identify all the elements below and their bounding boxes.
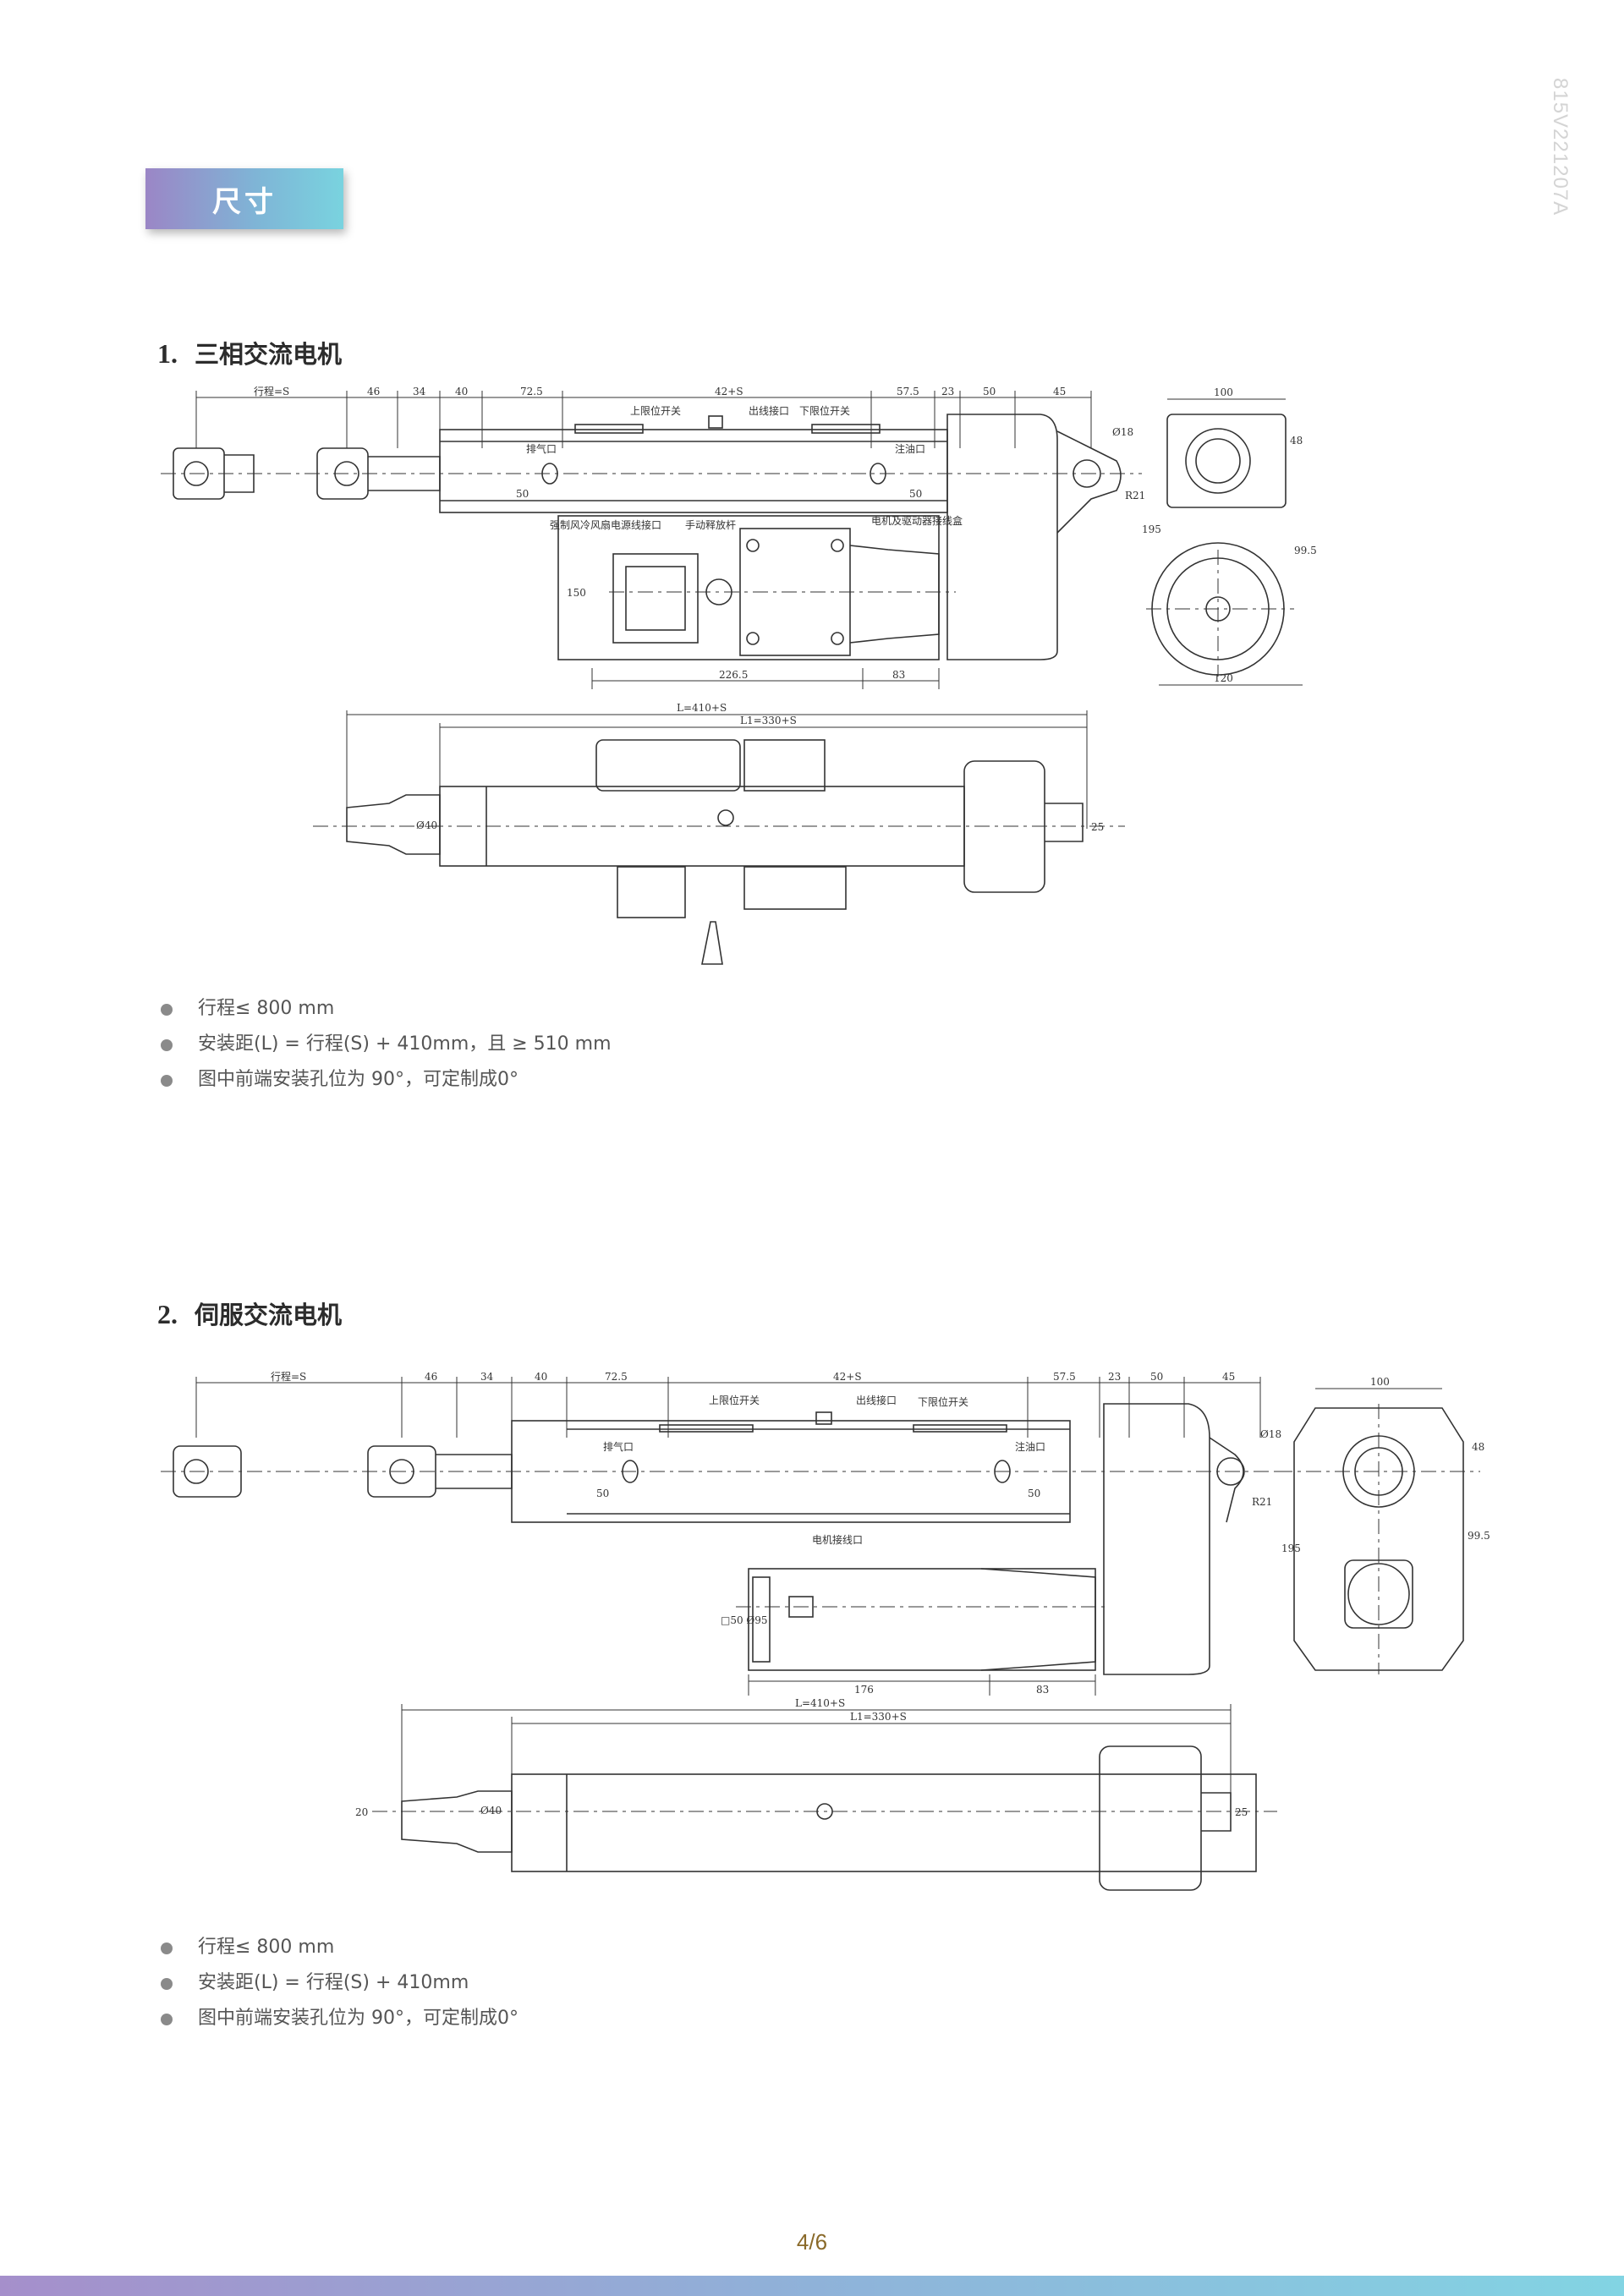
label-l1: L1=330+S [740,715,797,726]
note-stroke: 行程≤ 800 mm [157,1930,518,1965]
label-l1: L1=330+S [850,1711,907,1723]
label-side-99: 99.5 [1468,1530,1490,1542]
label-d40: Ø40 [480,1805,502,1817]
label-h150: 150 [567,587,586,599]
dim-50: 50 [1150,1371,1163,1383]
dim-57-5: 57.5 [897,386,919,397]
section-badge: 尺寸 [145,168,343,229]
dim-46: 46 [367,386,380,397]
section-1-number: 1. [157,338,178,369]
footer-gradient-bar [0,2276,1624,2296]
label-outlet: 出线接口 [749,404,789,417]
note-mounting-distance: 安装距(L) = 行程(S) + 410mm，且 ≥ 510 mm [157,1027,612,1062]
label-r21: R21 [1252,1496,1272,1508]
section-2-notes: 行程≤ 800 mm 安装距(L) = 行程(S) + 410mm 图中前端安装… [157,1930,518,2036]
label-side-100: 100 [1370,1376,1390,1388]
label-side-195: 195 [1281,1543,1301,1554]
dim-46: 46 [425,1371,437,1383]
dim-45: 45 [1222,1371,1235,1383]
label-oil-fill: 注油口 [895,442,925,455]
label-outlet: 出线接口 [856,1394,897,1406]
label-oil-fill: 注油口 [1015,1440,1045,1453]
label-side-99: 99.5 [1294,545,1317,556]
dim-57-5: 57.5 [1053,1371,1076,1383]
dim-42s: 42+S [833,1371,862,1383]
label-w25: 25 [1235,1806,1248,1818]
section-1-notes: 行程≤ 800 mm 安装距(L) = 行程(S) + 410mm，且 ≥ 51… [157,991,612,1098]
page-number: 4/6 [796,2229,828,2255]
dim-stroke: 行程=S [271,1370,306,1383]
label-motor-box: 电机及驱动器接线盒 [871,514,963,527]
label-d40: Ø40 [416,819,437,831]
label-vent: 排气口 [603,1440,634,1453]
dim-50: 50 [983,386,996,397]
label-l-total: L=410+S [677,702,727,714]
label-h50-b: 50 [909,488,922,500]
label-len-176: 176 [854,1684,874,1696]
section-1-heading: 1. 三相交流电机 [157,335,342,370]
dim-40: 40 [455,386,468,397]
label-len-83: 83 [1036,1684,1049,1696]
dim-23: 23 [941,386,954,397]
dim-40: 40 [535,1371,547,1383]
section-2-number: 2. [157,1299,178,1329]
label-h50-b: 50 [1028,1488,1040,1499]
label-l-total: L=410+S [795,1697,845,1709]
label-upper-limit: 上限位开关 [709,1394,760,1406]
section-2-heading: 2. 伺服交流电机 [157,1296,342,1331]
note-mounting-hole: 图中前端安装孔位为 90°，可定制成0° [157,1062,612,1098]
label-side-48: 48 [1290,435,1303,447]
label-manual-lever: 手动释放杆 [685,518,736,531]
note-stroke: 行程≤ 800 mm [157,991,612,1027]
label-vent: 排气口 [526,442,557,455]
label-fan-port: 强制风冷风扇电源线接口 [550,518,661,531]
label-lower-limit: 下限位开关 [799,404,850,417]
note-mounting-distance: 安装距(L) = 行程(S) + 410mm [157,1965,518,2001]
dim-34: 34 [413,386,426,397]
label-lower-limit: 下限位开关 [918,1395,968,1408]
dim-42s: 42+S [715,386,743,397]
label-h50-a: 50 [596,1488,609,1499]
servo-drawing: 行程=S 46 34 40 72.5 42+S 57.5 23 50 45 上限… [161,1370,1490,1891]
section-2-title: 伺服交流电机 [195,1301,343,1329]
dim-72-5: 72.5 [520,386,543,397]
dim-45: 45 [1053,386,1066,397]
note-mounting-hole: 图中前端安装孔位为 90°，可定制成0° [157,2001,518,2036]
dim-72-5: 72.5 [605,1371,628,1383]
label-side-48: 48 [1472,1441,1484,1453]
label-len-83: 83 [892,669,905,681]
label-d18: Ø18 [1112,426,1133,438]
label-side-195: 195 [1142,523,1161,535]
label-d18: Ø18 [1260,1428,1281,1440]
label-w20: 20 [355,1806,368,1818]
label-h50-a: 50 [516,488,529,500]
document-code-watermark: 815V221207A [1549,78,1572,216]
label-square: □50 Ø95 [721,1614,768,1626]
label-upper-limit: 上限位开关 [630,404,681,417]
label-motor-port: 电机接线口 [812,1533,863,1546]
label-len-226: 226.5 [719,669,748,681]
dim-34: 34 [480,1371,494,1383]
section-1-title: 三相交流电机 [195,340,343,369]
dim-stroke: 行程=S [254,385,289,397]
label-r21: R21 [1125,490,1145,501]
label-w25: 25 [1091,821,1104,833]
label-side-100: 100 [1214,386,1233,398]
three-phase-drawing: 行程=S 46 34 40 72.5 42+S 57.5 23 50 45 上限… [161,385,1317,965]
dim-23: 23 [1108,1371,1121,1383]
label-side-120: 120 [1214,672,1233,684]
